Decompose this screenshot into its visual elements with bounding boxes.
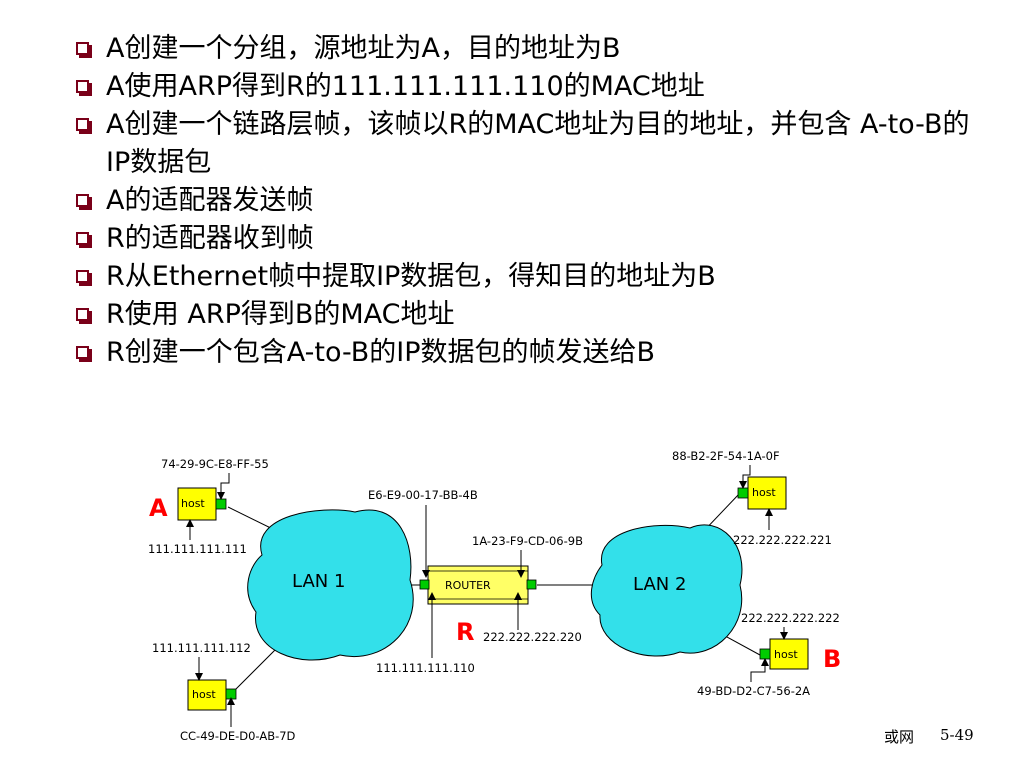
- router-right-port: [526, 579, 537, 590]
- bullet-item: R从Ethernet帧中提取IP数据包，得知目的地址为B: [74, 258, 974, 296]
- bullet-box-icon: [76, 118, 92, 134]
- host-a-text: host: [181, 497, 205, 510]
- host-b-name-label: B: [823, 645, 841, 673]
- footer-org: 或网: [884, 728, 915, 746]
- bullet-box-icon: [76, 346, 92, 362]
- router-left-ip: 111.111.111.110: [376, 661, 475, 675]
- bullet-item: A使用ARP得到R的111.111.111.110的MAC地址: [74, 68, 974, 106]
- bullet-box-icon: [76, 232, 92, 248]
- bullet-box-icon: [76, 270, 92, 286]
- bullet-item: R创建一个包含A-to-B的IP数据包的帧发送给B: [74, 334, 974, 372]
- host-lan1-2-mac: CC-49-DE-D0-AB-7D: [180, 729, 296, 743]
- router-right-mac: 1A-23-F9-CD-06-9B: [472, 534, 583, 548]
- host-a-name-label: A: [149, 494, 168, 522]
- bullet-item: R的适配器收到帧: [74, 220, 974, 258]
- host-a-port: [215, 498, 227, 510]
- lan1-cloud: [247, 509, 414, 661]
- bullet-item: A的适配器发送帧: [74, 182, 974, 220]
- host-lan2-1-port: [737, 487, 749, 499]
- host-lan1-2-ip: 111.111.111.112: [152, 641, 251, 655]
- host-a-ip: 111.111.111.111: [148, 542, 247, 556]
- host-lan2-1-ip: 222.222.222.221: [733, 533, 832, 547]
- bullet-box-icon: [76, 42, 92, 58]
- lan2-label: LAN 2: [633, 574, 686, 595]
- router-left-port: [419, 579, 430, 590]
- bullet-box-icon: [76, 194, 92, 210]
- host-lan1-2-box: [187, 679, 227, 711]
- host-lan1-2-text: host: [192, 688, 216, 701]
- host-b-box: [769, 638, 809, 670]
- lan1-label: LAN 1: [292, 571, 345, 592]
- router-name-label: R: [456, 618, 474, 646]
- page-number: 5-49: [940, 726, 974, 744]
- host-lan2-1-box: [747, 476, 787, 510]
- bullet-item: A创建一个链路层帧，该帧以R的MAC地址为目的地址，并包含 A-to-B的IP数…: [74, 106, 974, 182]
- bullet-list: A创建一个分组，源地址为A，目的地址为B A使用ARP得到R的111.111.1…: [74, 30, 974, 372]
- router-right-ip: 222.222.222.220: [483, 630, 582, 644]
- host-lan2-1-mac: 88-B2-2F-54-1A-0F: [672, 449, 780, 463]
- bullet-box-icon: [76, 80, 92, 96]
- host-b-mac: 49-BD-D2-C7-56-2A: [697, 684, 810, 698]
- bullet-box-icon: [76, 308, 92, 324]
- host-lan2-1-text: host: [752, 486, 776, 499]
- host-lan1-2-port: [225, 688, 237, 700]
- bullet-item: A创建一个分组，源地址为A，目的地址为B: [74, 30, 974, 68]
- host-b-text: host: [774, 648, 798, 661]
- lan2-cloud: [590, 524, 743, 657]
- router-text: ROUTER: [445, 579, 491, 592]
- host-a-mac: 74-29-9C-E8-FF-55: [161, 457, 269, 471]
- host-b-ip: 222.222.222.222: [741, 611, 840, 625]
- host-b-port: [759, 648, 771, 660]
- router-left-mac: E6-E9-00-17-BB-4B: [368, 488, 478, 502]
- bullet-item: R使用 ARP得到B的MAC地址: [74, 296, 974, 334]
